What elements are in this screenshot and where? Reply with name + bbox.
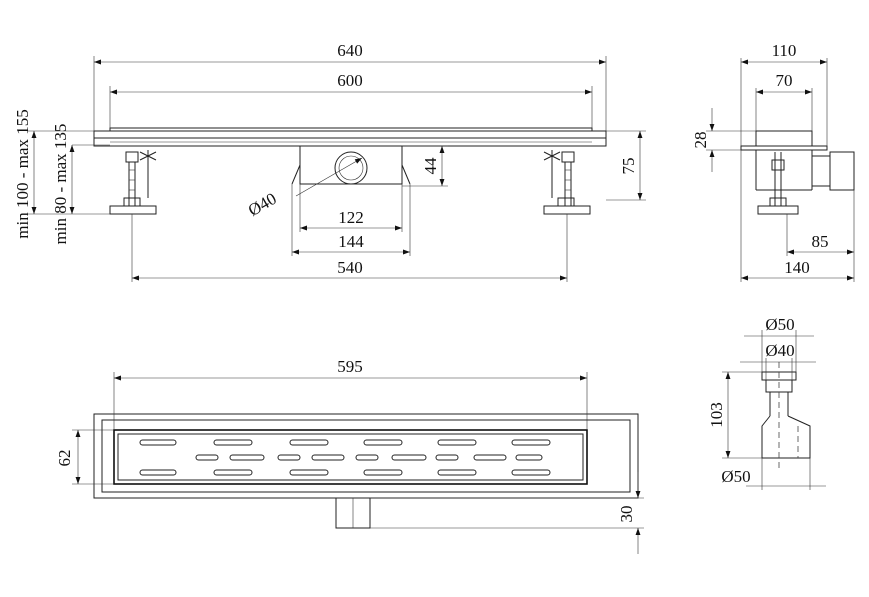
grate-slot (311, 454, 345, 461)
dim-overall-length: 640 (337, 41, 363, 60)
right-adjustable-foot (543, 150, 591, 215)
dim-adjust-range-2: min 80 - max 135 (51, 124, 70, 245)
dim-trap-top-inner: Ø40 (765, 341, 794, 360)
grate-slot (515, 454, 543, 461)
grate-slot (277, 454, 301, 461)
dim-trap-bottom: Ø50 (721, 467, 750, 486)
grate-slots (139, 439, 551, 476)
grate-slot (229, 454, 265, 461)
dim-outlet-outer: 144 (338, 232, 364, 251)
dim-trap-height: 103 (707, 402, 726, 428)
dim-overall-width: 110 (772, 41, 797, 60)
dim-outlet-offset: 85 (812, 232, 829, 251)
grate-slot (363, 439, 403, 446)
grate-slot (289, 469, 329, 476)
grate-slot (289, 439, 329, 446)
trap-detail: Ø50 Ø40 103 Ø50 (707, 315, 826, 490)
grate-slot (139, 469, 177, 476)
dim-trap-top-outer: Ø50 (765, 315, 794, 334)
dim-outlet-diameter: Ø40 (245, 189, 280, 220)
left-adjustable-foot (109, 150, 157, 215)
dim-top-grate-length: 595 (337, 357, 363, 376)
grate-slot (213, 469, 253, 476)
grate-slot (437, 439, 477, 446)
dim-outlet-inner: 122 (338, 208, 364, 227)
grate-slot (435, 454, 459, 461)
dim-overall-depth: 140 (784, 258, 810, 277)
front-view: 640 600 122 144 540 Ø40 44 75 min 100 - … (13, 41, 646, 282)
dim-total-height: 75 (619, 158, 638, 175)
grate-slot (355, 454, 379, 461)
dim-outlet-height: 44 (421, 157, 440, 175)
grate-slot (437, 469, 477, 476)
grate-slot (473, 454, 507, 461)
dim-feet-span: 540 (337, 258, 363, 277)
side-view: 110 70 85 140 28 (691, 41, 855, 282)
top-view: 595 62 30 (55, 357, 644, 554)
dim-grate-length: 600 (337, 71, 363, 90)
grate-slot (195, 454, 219, 461)
dim-adjust-range-1: min 100 - max 155 (13, 109, 32, 238)
dim-outlet-projection: 30 (617, 506, 636, 523)
dim-flange-height: 28 (691, 132, 710, 149)
grate-slot (391, 454, 427, 461)
grate-slot (213, 439, 253, 446)
grate-slot (511, 469, 551, 476)
dim-channel-width: 70 (776, 71, 793, 90)
grate-slot (363, 469, 403, 476)
dim-top-grate-width: 62 (55, 450, 74, 467)
grate-slot (139, 439, 177, 446)
grate-slot (511, 439, 551, 446)
